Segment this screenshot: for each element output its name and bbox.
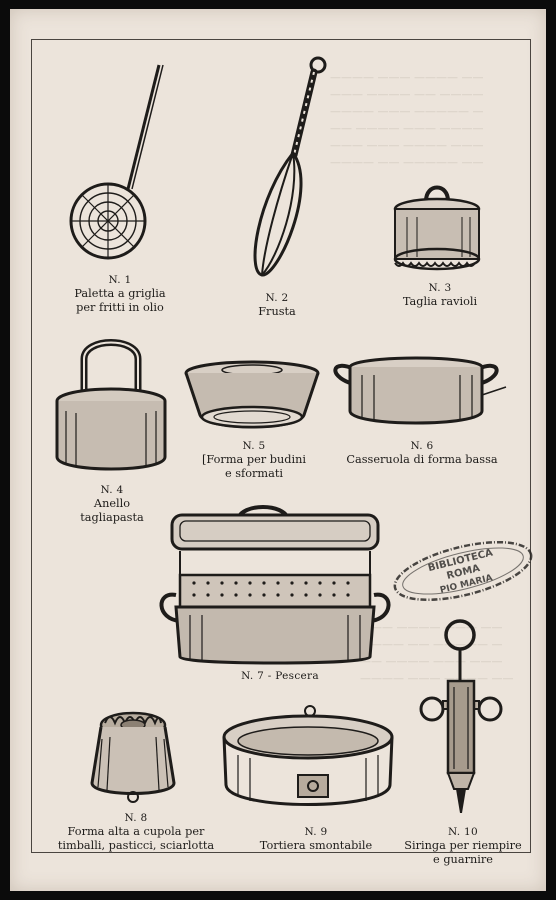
caption-item-8: N. 8 Forma alta a cupola per timballi, p… — [50, 811, 222, 853]
page-border — [31, 39, 531, 853]
caption-number: N. 10 — [447, 826, 479, 838]
caption-number: N. 5 — [242, 440, 266, 452]
caption-text: Casseruola di forma bassa — [346, 453, 498, 466]
caption-number: N. 6 — [410, 440, 434, 452]
caption-number: N. 7 - Pescera — [241, 670, 319, 682]
ravioli-cutter-illustration — [393, 185, 481, 271]
bleed-through-text: ———— ——— ———— ————— ———— —— ———————— ———… — [330, 71, 484, 169]
caption-number: N. 8 — [124, 812, 148, 824]
dome-mould-illustration — [90, 711, 176, 803]
caption-text: per fritti in olio — [76, 301, 164, 314]
caption-item-6: N. 6 Casseruola di forma bassa — [340, 439, 504, 467]
caption-number: N. 9 — [304, 826, 328, 838]
caption-item-2: N. 2 Frusta — [235, 291, 319, 319]
caption-number: N. 3 — [428, 282, 452, 294]
caption-text: [Forma per budini — [201, 453, 307, 466]
caption-text: Forma alta a cupola per — [67, 825, 205, 838]
caption-text: e sformati — [224, 467, 284, 480]
book-page: ———— ——— ———— ————— ———— —— ———————— ———… — [10, 9, 546, 891]
caption-text: Paletta a griglia — [74, 287, 166, 300]
caption-number: N. 4 — [100, 484, 124, 496]
caption-text: Tortiera smontabile — [259, 839, 373, 852]
caption-text: Frusta — [258, 305, 296, 318]
springform-pan-illustration — [222, 705, 394, 806]
caption-text: tagliapasta — [80, 511, 144, 524]
caption-item-7: N. 7 - Pescera — [220, 669, 340, 683]
pastry-ring-illustration — [55, 339, 167, 471]
caption-text: Siringa per riempire — [404, 839, 522, 852]
caption-item-4: N. 4 Anello tagliapasta — [60, 483, 164, 525]
caption-number: N. 2 — [265, 292, 289, 304]
caption-item-9: N. 9 Tortiera smontabile — [246, 825, 386, 853]
caption-text: Anello — [93, 497, 131, 510]
caption-item-5: N. 5 [Forma per budini e sformati — [196, 439, 312, 481]
caption-text: Taglia ravioli — [402, 295, 478, 308]
whisk-illustration — [253, 56, 327, 277]
caption-text: e guarnire — [433, 853, 493, 866]
caption-item-3: N. 3 Taglia ravioli — [390, 281, 490, 309]
caption-number: N. 1 — [108, 274, 132, 286]
library-stamp: BIBLIOTECA ROMA PIO MARIA — [393, 540, 533, 602]
icing-syringe-illustration — [419, 619, 503, 813]
caption-text: timballi, pasticci, sciarlotta — [57, 839, 215, 852]
pudding-mould-illustration — [184, 360, 320, 429]
caption-item-10: N. 10 Siringa per riempire e guarnire — [396, 825, 530, 867]
caption-item-1: N. 1 Paletta a griglia per fritti in oli… — [60, 273, 180, 315]
shallow-saucepan-illustration — [333, 356, 507, 425]
fish-kettle-illustration — [159, 505, 391, 665]
fry-skimmer-illustration — [69, 64, 164, 260]
